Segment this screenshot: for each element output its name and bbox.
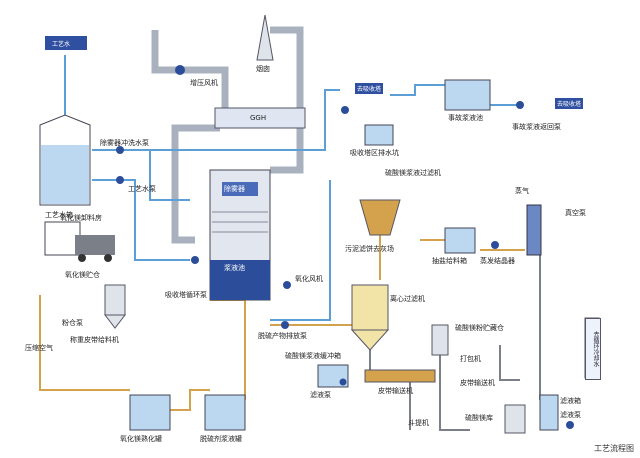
compressed-air-label: 压缩空气 (25, 344, 53, 352)
mgo-curing-tank-label: 氧化镁熟化罐 (120, 435, 162, 443)
mgso4-powder-storage-label: 硫酸镁粉贮藏仓 (455, 324, 504, 332)
water-pump (116, 176, 124, 184)
weigh-belt-feeder-label: 称重皮带给料机 (70, 336, 119, 344)
ox-fan-pump (283, 281, 291, 289)
byproduct-pump-label: 脱硫产物排放泵 (258, 332, 307, 340)
chimney-label: 烟囱 (256, 65, 270, 73)
feed-pump-silo-label: 粉仓泵 (62, 319, 83, 327)
pumps (116, 65, 574, 429)
flush-pump (339, 378, 347, 386)
to-absorber-tag2: 去吸收塔 (555, 98, 584, 109)
filter-tank-shape (539, 394, 559, 431)
mgo-feed-line (39, 295, 130, 391)
curing-tank-shape (129, 394, 171, 431)
slurry-to-absorber (210, 299, 246, 400)
packing-machine-label: 打包机 (460, 355, 481, 363)
conveyor-path (439, 330, 470, 431)
flue-ducts (151, 26, 304, 244)
chimney-shape (256, 14, 274, 61)
process-water-pump-label: 工艺水泵 (128, 185, 156, 193)
accident-tank-shape (444, 79, 491, 111)
warehouse-shape (504, 404, 526, 434)
clear-feed-tank-label: 抽盐给料箱 (432, 257, 467, 265)
centrifuge-label: 离心过滤机 (390, 295, 425, 303)
accident-return-pump-label: 事故浆液返回泵 (512, 123, 561, 131)
byproduct-line (270, 300, 361, 326)
process-water-tank (39, 114, 91, 206)
sludge-filter-label: 污泥滤饼去灰场 (345, 245, 394, 253)
oxidation-fan-label: 氧化风机 (295, 275, 323, 283)
demister-label: 除雾器 (224, 185, 245, 193)
desulf-slurry-tank-label: 脱硫剂浆液罐 (200, 435, 242, 443)
belt-shape (364, 369, 436, 383)
belt-conveyor-label: 皮带输送机 (378, 387, 413, 395)
powder-storage-shape (431, 324, 449, 356)
process-water-line (92, 179, 190, 261)
filtrate-pump2 (566, 421, 574, 429)
centrifuge-down (369, 340, 411, 430)
clear-feed-shape (444, 227, 476, 254)
absorber-outlet (270, 128, 304, 174)
slurry-pool-label: 浆液池 (224, 264, 245, 272)
filtrate-pump-label: 滤液泵 (310, 391, 331, 399)
evaporator-label: 蒸发结晶器 (480, 257, 515, 265)
mgso4-flush-tank-label: 硫酸镁浆液缓冲箱 (285, 352, 341, 360)
ggh-to-absorber (171, 124, 220, 244)
cooling-water-tag: 去循环冷却水 (585, 318, 601, 380)
mgo-silo-label: 氧化镁贮仓 (65, 271, 100, 279)
drain-pump (341, 106, 349, 114)
demister-wash-pump-label: 除雾器冲洗水泵 (100, 139, 149, 147)
steam-label: 蒸气 (515, 187, 529, 195)
absorber-drain-pit-label: 吸收塔区排水坑 (350, 149, 399, 157)
drain-line (390, 84, 445, 96)
inlet-duct (151, 30, 229, 108)
byproduct-pump (281, 321, 289, 329)
pack-line (499, 345, 520, 381)
evap-feed-pump (491, 241, 499, 249)
water-drop (270, 180, 331, 321)
absorber-circ-pump-label: 吸收塔循环泵 (165, 291, 207, 299)
ggh-box (214, 107, 306, 129)
mgso4-filter-shape (359, 199, 401, 236)
process-water-tank-label: 工艺水箱 (45, 211, 73, 219)
belt-conveyor2-label: 皮带输送机 (460, 379, 495, 387)
mgso4-warehouse-label: 硫酸镁库 (465, 414, 493, 422)
product-lines (369, 250, 541, 431)
filtrate-pump2-label: 滤液泵 (560, 411, 581, 419)
ggh-label: GGH (250, 114, 267, 122)
mgo-unload-room-label: 氧化镁卸料房 (60, 214, 102, 222)
accident-tank-label: 事故浆液池 (448, 114, 483, 122)
wash-pump (116, 146, 124, 154)
evaporator-shape (526, 204, 542, 256)
accident-return-pump (516, 101, 524, 109)
diagram-caption: 工艺流程图 (594, 444, 634, 453)
circ-pump (191, 256, 199, 264)
process-water-tag: 工艺水 (50, 38, 73, 49)
water-to-right (150, 89, 340, 151)
booster-fan-pump (175, 65, 185, 75)
truck-and-shed (44, 221, 115, 262)
filter-tank-label: 滤液箱 (560, 397, 581, 405)
vacuum-pump-label: 真空泵 (565, 209, 586, 217)
absorber-tower (209, 169, 271, 301)
bucket-elevator-label: 斗提机 (408, 419, 429, 427)
mgso4-filter-label: 硫酸镁浆液过滤机 (385, 169, 441, 177)
booster-fan-label: 增压风机 (190, 79, 218, 87)
centrifuge-shape (350, 284, 390, 351)
to-absorber-tag: 去吸收塔 (355, 83, 384, 94)
slurry-tank-shape (204, 394, 246, 431)
mgo-silo-shape (103, 284, 127, 329)
drain-pit-shape (364, 124, 394, 146)
clean-gas-to-chimney (270, 26, 304, 108)
